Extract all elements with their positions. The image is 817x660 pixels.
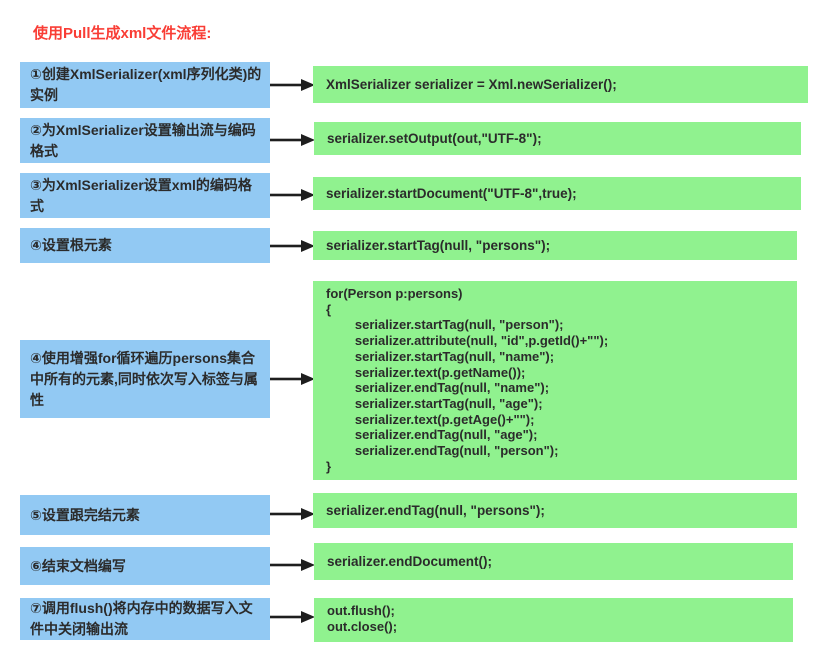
flow-arrow-icon: [270, 239, 316, 253]
step-7-label: ⑥结束文档编写: [30, 557, 126, 574]
code-8-box: out.flush(); out.close();: [314, 598, 793, 642]
code-1-box: XmlSerializer serializer = Xml.newSerial…: [313, 66, 808, 103]
step-1-box: ①创建XmlSerializer(xml序列化类)的实例: [20, 62, 270, 108]
code-5-box: for(Person p:persons) { serializer.start…: [313, 281, 797, 480]
code-2-box: serializer.setOutput(out,"UTF-8");: [314, 122, 801, 155]
code-7-text: serializer.endDocument();: [327, 553, 493, 569]
code-6-text: serializer.endTag(null, "persons");: [326, 502, 545, 518]
code-6-box: serializer.endTag(null, "persons");: [313, 493, 797, 528]
code-7-box: serializer.endDocument();: [314, 543, 793, 580]
step-4-box: ④设置根元素: [20, 228, 270, 263]
step-5-box: ④使用增强for循环遍历persons集合中所有的元素,同时依次写入标签与属性: [20, 340, 270, 418]
code-8-text: out.flush(); out.close();: [327, 603, 398, 634]
code-4-box: serializer.startTag(null, "persons");: [313, 231, 797, 260]
step-2-box: ②为XmlSerializer设置输出流与编码格式: [20, 118, 270, 163]
flow-arrow-icon: [270, 558, 316, 572]
step-5-label: ④使用增强for循环遍历persons集合中所有的元素,同时依次写入标签与属性: [30, 349, 258, 408]
code-5-text: for(Person p:persons) { serializer.start…: [326, 286, 609, 474]
code-3-text: serializer.startDocument("UTF-8",true);: [326, 185, 577, 201]
step-1-label: ①创建XmlSerializer(xml序列化类)的实例: [30, 66, 262, 103]
step-6-label: ⑤设置跟完结元素: [30, 506, 140, 523]
page-title: 使用Pull生成xml文件流程:: [33, 25, 212, 42]
step-6-box: ⑤设置跟完结元素: [20, 495, 270, 535]
step-3-label: ③为XmlSerializer设置xml的编码格式: [30, 176, 252, 214]
step-2-label: ②为XmlSerializer设置输出流与编码格式: [30, 121, 256, 159]
flow-arrow-icon: [270, 372, 316, 386]
flow-arrow-icon: [270, 610, 316, 624]
step-8-box: ⑦调用flush()将内存中的数据写入文件中关闭输出流: [20, 598, 270, 640]
step-4-label: ④设置根元素: [30, 237, 112, 253]
step-7-box: ⑥结束文档编写: [20, 547, 270, 585]
step-3-box: ③为XmlSerializer设置xml的编码格式: [20, 173, 270, 218]
flow-arrow-icon: [270, 188, 316, 202]
code-3-box: serializer.startDocument("UTF-8",true);: [313, 177, 801, 210]
code-4-text: serializer.startTag(null, "persons");: [326, 237, 551, 253]
flow-arrow-icon: [270, 507, 316, 521]
code-2-text: serializer.setOutput(out,"UTF-8");: [327, 130, 542, 146]
step-8-label: ⑦调用flush()将内存中的数据写入文件中关闭输出流: [30, 600, 253, 637]
flow-arrow-icon: [270, 133, 316, 147]
flow-arrow-icon: [270, 78, 316, 92]
code-1-text: XmlSerializer serializer = Xml.newSerial…: [326, 76, 617, 92]
